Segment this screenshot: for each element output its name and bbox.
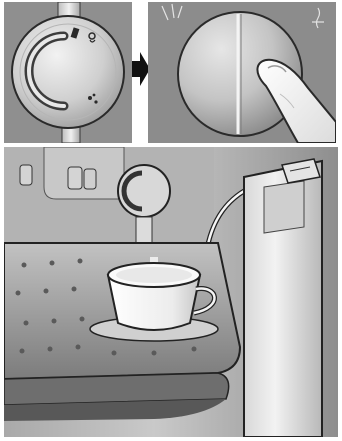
milk-container-icon (244, 159, 322, 437)
rotary-knob-icon (4, 2, 132, 143)
push-button-icon (148, 2, 336, 143)
coffee-machine-scene (4, 147, 338, 437)
button-press-panel (148, 2, 336, 143)
coffee-machine-icon (4, 147, 338, 437)
knob-closeup-panel (4, 2, 132, 143)
